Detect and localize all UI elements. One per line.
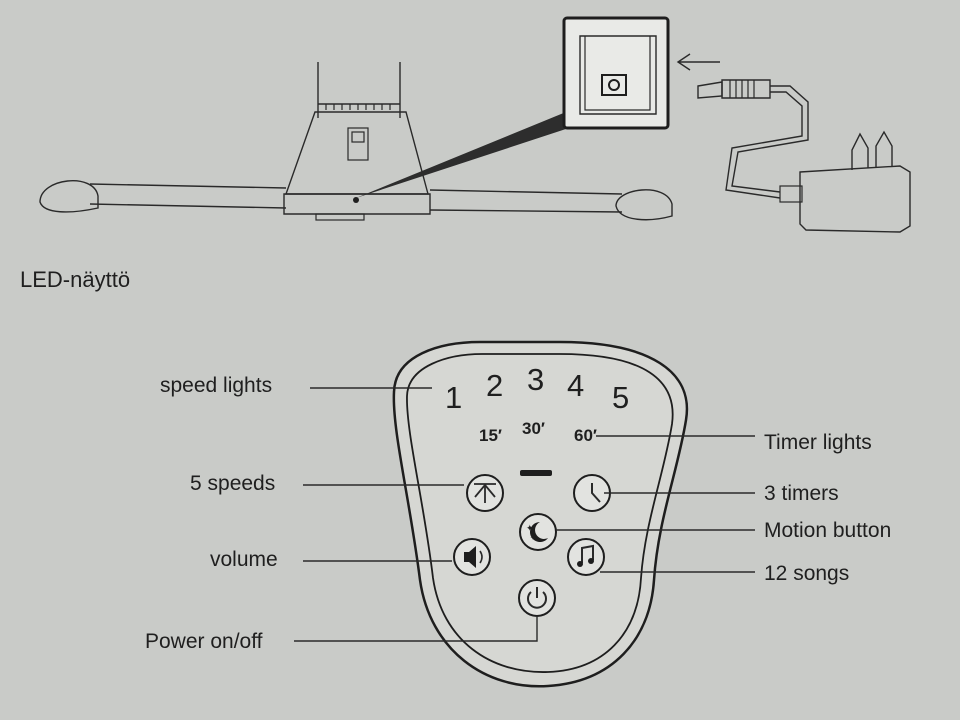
insert-arrow-icon [676, 53, 720, 71]
speed-lights: 1 2 3 4 5 [445, 362, 629, 415]
label-power: Power on/off [145, 630, 263, 653]
power-adapter-illustration [697, 79, 911, 233]
section-title: LED-näyttö [20, 267, 130, 292]
moon-stars-icon: ✦ ✦ [526, 522, 548, 542]
fan-icon [474, 483, 496, 503]
speed-digit-1: 1 [445, 380, 462, 415]
label-timer-lights: Timer lights [764, 431, 872, 454]
volume-button[interactable] [453, 538, 491, 576]
speed-digit-4: 4 [567, 368, 584, 403]
speed-button[interactable] [466, 474, 504, 512]
label-3-timers: 3 timers [764, 482, 839, 505]
power-button[interactable] [518, 579, 556, 617]
label-motion-button: Motion button [764, 519, 891, 542]
songs-button[interactable] [567, 538, 605, 576]
label-speed-lights: speed lights [160, 374, 272, 397]
speaker-icon [464, 546, 483, 568]
panel-inner-outline [406, 353, 674, 673]
clock-icon [591, 483, 601, 503]
svg-text:✦: ✦ [526, 523, 534, 533]
status-indicator-bar [520, 470, 552, 476]
motion-button[interactable]: ✦ ✦ [519, 513, 557, 551]
timer-lights: 15′ 30′ 60′ [479, 419, 597, 445]
power-icon [527, 587, 547, 609]
zoom-beam [356, 112, 575, 198]
timer-value-15: 15′ [479, 426, 502, 445]
music-note-icon [577, 544, 594, 567]
label-5-speeds: 5 speeds [190, 472, 275, 495]
svg-text:✦: ✦ [530, 534, 536, 542]
stand-illustration [39, 62, 673, 221]
timer-button[interactable] [573, 474, 611, 512]
timer-value-60: 60′ [574, 426, 597, 445]
timer-value-30: 30′ [522, 419, 545, 438]
label-volume: volume [210, 548, 278, 571]
label-12-songs: 12 songs [764, 562, 849, 585]
callout-lines [294, 387, 755, 642]
speed-digit-2: 2 [486, 368, 503, 403]
dc-socket-inset [562, 16, 670, 130]
speed-digit-3: 3 [527, 362, 544, 397]
speed-digit-5: 5 [612, 380, 629, 415]
